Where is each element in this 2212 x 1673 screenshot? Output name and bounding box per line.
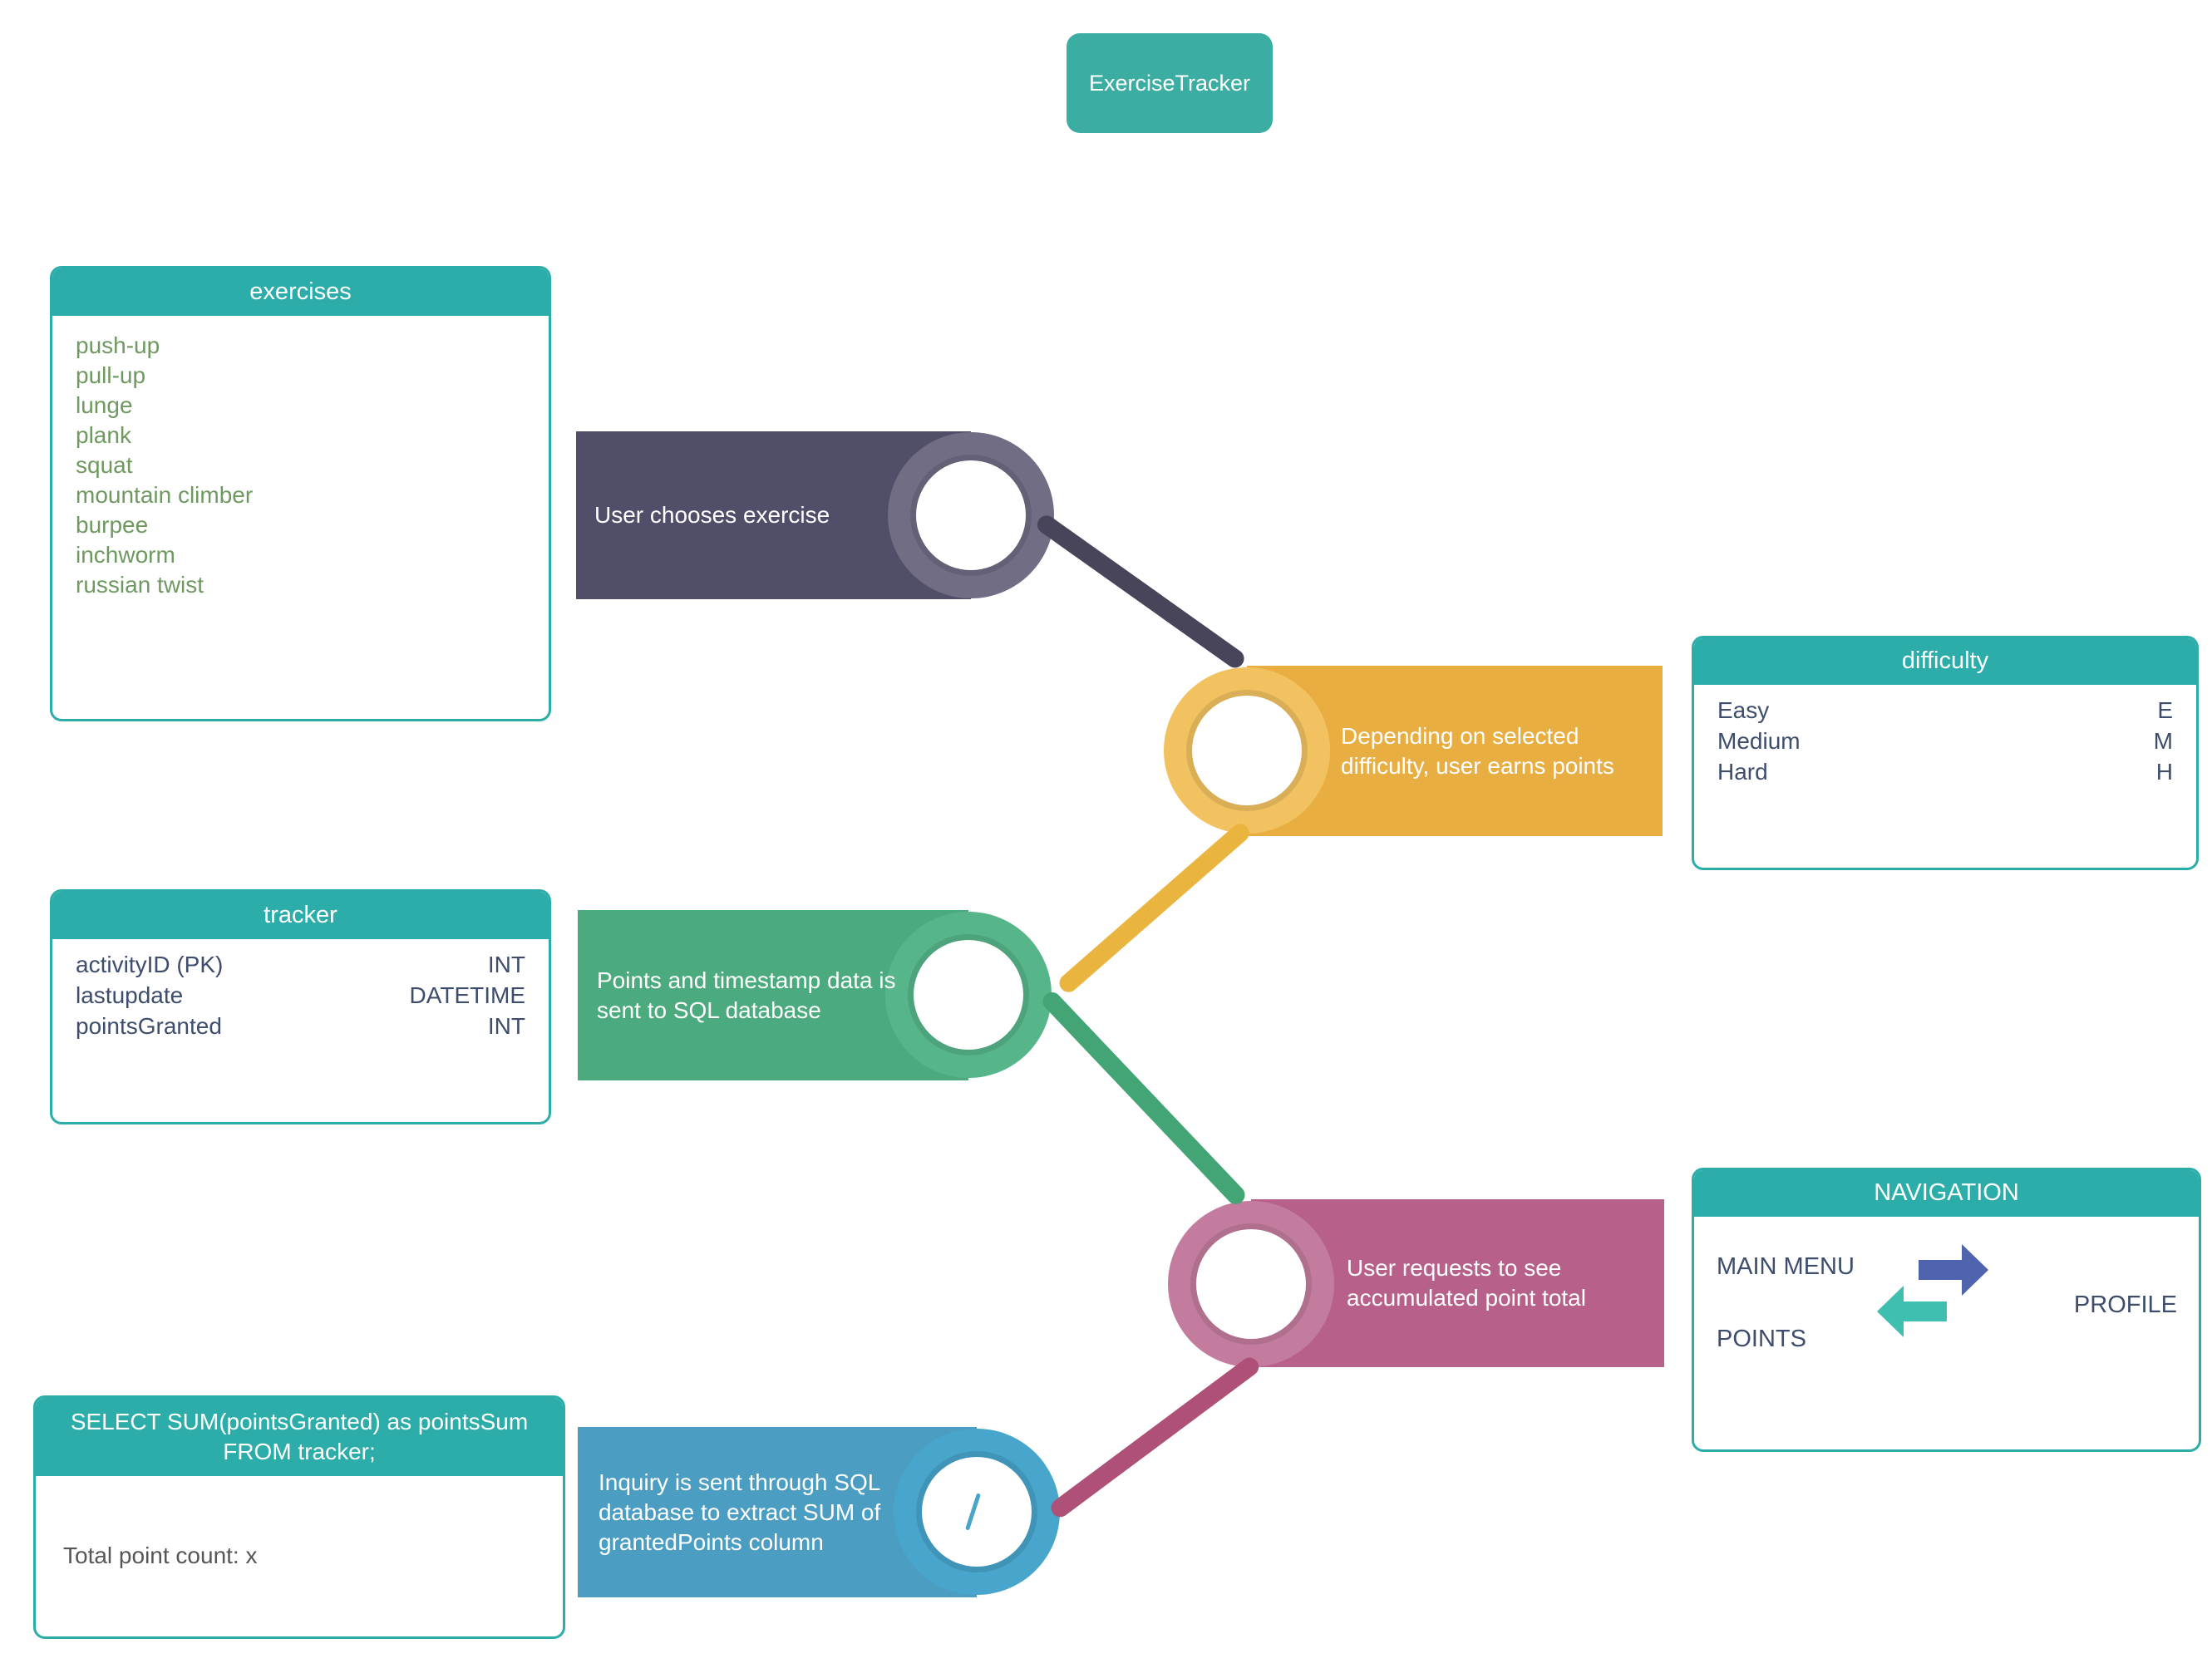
table-row: Easy E (1694, 695, 2196, 726)
table-row: lastupdate DATETIME (52, 980, 549, 1011)
step-ring-earn-points (1164, 667, 1330, 834)
tracker-rows: activityID (PK) INT lastupdate DATETIME … (52, 939, 549, 1041)
table-row: pointsGranted INT (52, 1011, 549, 1041)
row-name: pointsGranted (76, 1013, 222, 1039)
navigation-table-title: NAVIGATION (1874, 1179, 2019, 1207)
step-ring-send-data (885, 912, 1052, 1078)
row-value: E (2157, 697, 2173, 723)
query-box: SELECT SUM(pointsGranted) as pointsSum F… (33, 1395, 565, 1639)
table-row: Hard H (1694, 756, 2196, 787)
tracker-table-title: tracker (264, 901, 337, 928)
exercises-table-header: exercises (52, 268, 549, 316)
arrow-head (1877, 1286, 1904, 1337)
difficulty-table: difficulty Easy E Medium M Hard H (1692, 636, 2199, 870)
arrow-right-icon (1919, 1244, 1988, 1296)
row-name: activityID (PK) (76, 952, 224, 977)
nav-item-main-menu: MAIN MENU (1717, 1253, 1855, 1280)
ring-inner-circle (1192, 696, 1302, 805)
ring-inner-circle (1196, 1229, 1306, 1339)
query-text: SELECT SUM(pointsGranted) as pointsSum F… (70, 1408, 529, 1464)
step-ring-request-total (1168, 1201, 1334, 1367)
step-label-send-data: Points and timestamp data is sent to SQL… (597, 967, 896, 1023)
nav-item-points: POINTS (1717, 1326, 1806, 1352)
list-item: push-up (76, 332, 160, 358)
arrow-tail (1904, 1301, 1947, 1321)
exercises-table: exercises push-up pull-up lunge plank sq… (50, 266, 551, 721)
step-label-request-total: User requests to see accumulated point t… (1347, 1255, 1586, 1311)
connector-orange-to-green (1056, 819, 1254, 996)
exercises-table-title: exercises (249, 278, 352, 305)
list-item: lunge (76, 392, 133, 418)
title-label: ExerciseTracker (1088, 70, 1251, 96)
ring-inner-circle (916, 460, 1026, 570)
row-value: M (2153, 728, 2173, 754)
navigation-table: NAVIGATION MAIN MENU POINTS PROFILE (1692, 1168, 2201, 1452)
list-item: inchworm (76, 542, 175, 568)
row-name: Easy (1717, 697, 1770, 723)
table-row: activityID (PK) INT (52, 949, 549, 980)
step-ring-choose-exercise (888, 432, 1054, 598)
tracker-table: tracker activityID (PK) INT lastupdate D… (50, 889, 551, 1124)
list-item: pull-up (76, 362, 146, 388)
list-item: mountain climber (76, 482, 254, 508)
step-label-sql-inquiry: Inquiry is sent through SQL database to … (599, 1469, 881, 1555)
row-value: INT (487, 952, 525, 977)
row-value: INT (487, 1013, 525, 1039)
list-item: squat (76, 452, 133, 478)
ring-inner-circle (914, 940, 1023, 1050)
exercises-list: push-up pull-up lunge plank squat mounta… (52, 316, 549, 600)
tracker-table-header: tracker (52, 892, 549, 939)
list-item: burpee (76, 512, 149, 538)
row-name: lastupdate (76, 982, 184, 1008)
row-name: Medium (1717, 728, 1801, 754)
arrow-head (1962, 1244, 1988, 1296)
row-value: H (2155, 759, 2173, 785)
ring-inner-circle (922, 1457, 1032, 1567)
point-count-note: Total point count: x (63, 1543, 258, 1568)
navigation-body: MAIN MENU POINTS PROFILE (1694, 1217, 2199, 1449)
list-item: russian twist (76, 572, 204, 598)
step-label-earn-points: Depending on selected difficulty, user e… (1341, 722, 1614, 779)
difficulty-table-header: difficulty (1694, 638, 2196, 685)
navigation-table-header: NAVIGATION (1694, 1170, 2199, 1217)
arrow-left-icon (1877, 1286, 1947, 1337)
table-row: Medium M (1694, 726, 2196, 756)
connector-pink-to-blue (1047, 1354, 1263, 1521)
difficulty-table-title: difficulty (1901, 647, 1989, 675)
row-name: Hard (1717, 759, 1768, 785)
list-item: plank (76, 422, 131, 448)
difficulty-rows: Easy E Medium M Hard H (1694, 685, 2196, 787)
nav-item-profile: PROFILE (2073, 1292, 2177, 1318)
step-ring-sql-inquiry (894, 1429, 1060, 1595)
title-box: ExerciseTracker (1067, 33, 1273, 133)
arrow-tail (1919, 1260, 1962, 1280)
step-label-choose-exercise: User chooses exercise (594, 502, 830, 528)
query-box-header: SELECT SUM(pointsGranted) as pointsSum F… (36, 1398, 563, 1476)
connector-purple-to-orange (1033, 512, 1248, 672)
connector-green-to-pink (1039, 988, 1249, 1208)
row-value: DATETIME (409, 982, 525, 1008)
